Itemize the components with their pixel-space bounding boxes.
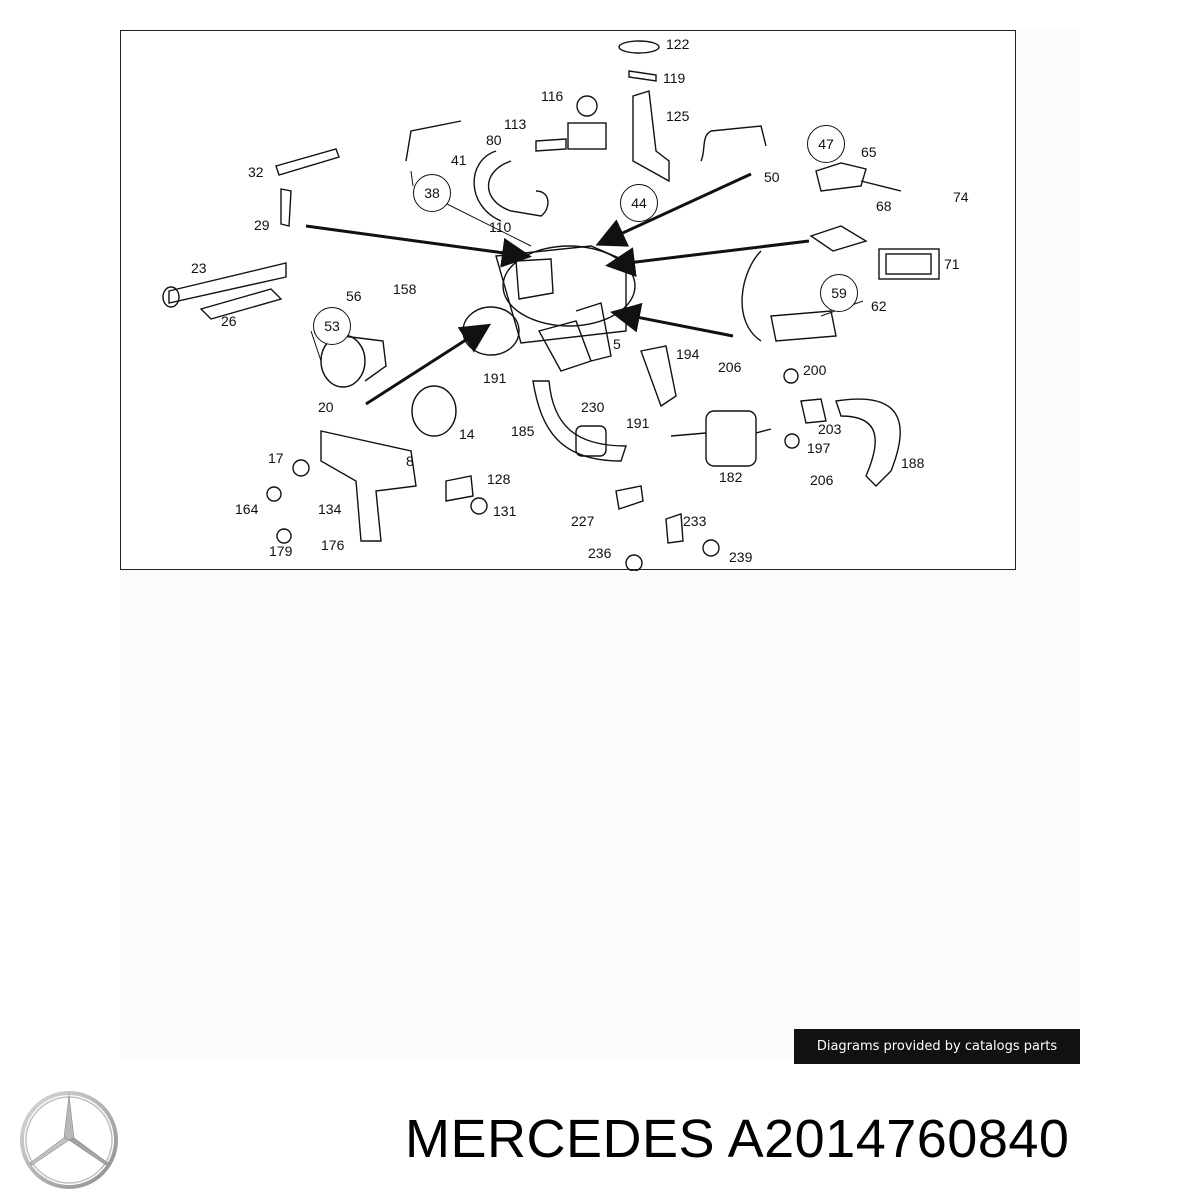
brand-name: MERCEDES <box>405 1109 716 1169</box>
callout-47: 47 <box>807 125 845 163</box>
callout-68: 68 <box>876 198 892 214</box>
callout-8: 8 <box>406 453 414 469</box>
callout-134: 134 <box>318 501 342 517</box>
callout-32: 32 <box>248 164 264 180</box>
callout-5: 5 <box>613 336 621 352</box>
callout-29: 29 <box>254 217 270 233</box>
callout-179: 179 <box>269 543 293 559</box>
callout-197: 197 <box>807 440 831 456</box>
callout-194: 194 <box>676 346 700 362</box>
callout-50: 50 <box>764 169 780 185</box>
callout-200: 200 <box>803 362 827 378</box>
assembly-arrows <box>305 172 810 406</box>
callout-233: 233 <box>683 513 707 529</box>
callout-164: 164 <box>235 501 259 517</box>
callout-119: 119 <box>663 70 686 86</box>
callout-59: 59 <box>820 274 858 312</box>
callout-71: 71 <box>944 256 960 272</box>
callout-176: 176 <box>321 537 345 553</box>
callout-203: 203 <box>818 421 842 437</box>
callout-131: 131 <box>493 503 517 519</box>
callout-236: 236 <box>588 545 612 561</box>
part-outlines <box>162 40 940 571</box>
callout-38: 38 <box>413 174 451 212</box>
callout-44: 44 <box>620 184 658 222</box>
callout-26: 26 <box>221 313 237 329</box>
callout-188: 188 <box>901 455 925 471</box>
callout-56: 56 <box>346 288 362 304</box>
part-title: MERCEDES A2014760840 <box>405 1108 1069 1170</box>
callout-128: 128 <box>487 471 511 487</box>
leader-lines <box>310 170 864 362</box>
callout-227: 227 <box>571 513 595 529</box>
callout-65: 65 <box>861 144 877 160</box>
callout-23: 23 <box>191 260 207 276</box>
callout-14: 14 <box>459 426 475 442</box>
callout-53: 53 <box>313 307 351 345</box>
callout-80: 80 <box>486 132 502 148</box>
callout-206: 206 <box>810 472 834 488</box>
callout-125: 125 <box>666 108 690 124</box>
callout-191: 191 <box>626 415 650 431</box>
callout-116: 116 <box>541 88 564 104</box>
part-number: A2014760840 <box>727 1109 1070 1169</box>
callout-113: 113 <box>504 116 527 132</box>
callout-20: 20 <box>318 399 334 415</box>
callout-158: 158 <box>393 281 417 297</box>
callout-41: 41 <box>451 152 467 168</box>
callout-185: 185 <box>511 423 535 439</box>
callout-122: 122 <box>666 36 690 52</box>
callout-230: 230 <box>581 399 605 415</box>
diagram-credit-banner: Diagrams provided by catalogs parts <box>794 1029 1080 1064</box>
callout-191: 191 <box>483 370 507 386</box>
callout-239: 239 <box>729 549 753 565</box>
mercedes-star-icon <box>20 1091 118 1189</box>
callout-62: 62 <box>871 298 887 314</box>
parts-diagram-drawing <box>162 40 940 571</box>
callout-110: 110 <box>489 219 512 235</box>
callout-74: 74 <box>953 189 969 205</box>
callout-206: 206 <box>718 359 742 375</box>
callout-17: 17 <box>268 450 284 466</box>
callout-182: 182 <box>719 469 743 485</box>
